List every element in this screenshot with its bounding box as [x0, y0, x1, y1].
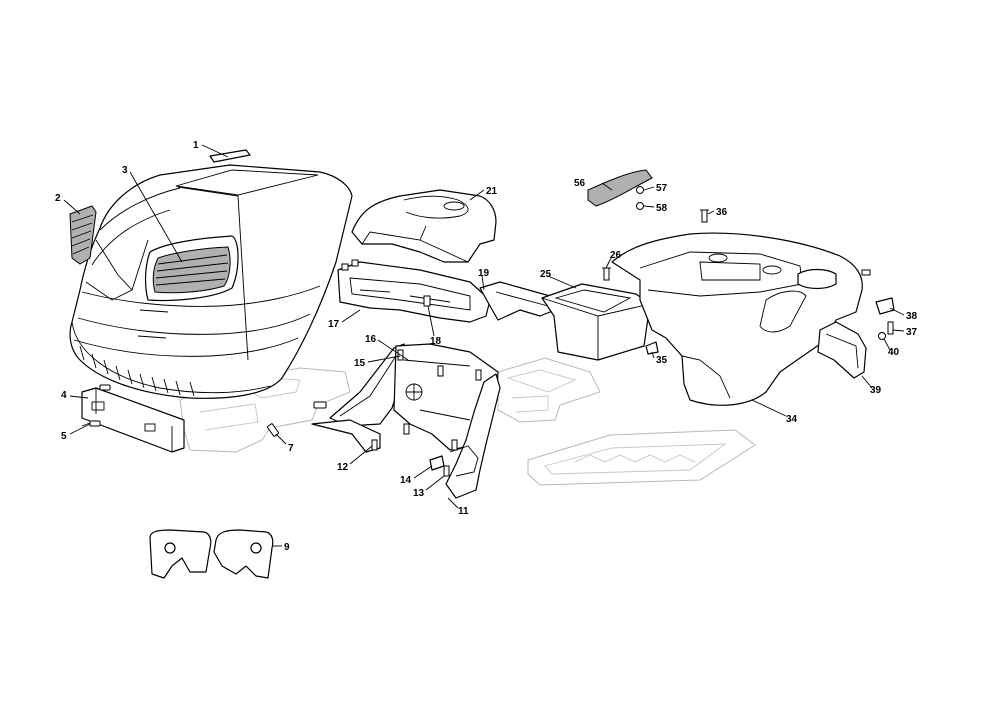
- gasket-pad-part-9-left: [149, 529, 212, 579]
- callout-15: 15: [354, 358, 366, 369]
- gasket-pad-part-9-right: [213, 529, 274, 579]
- rear-body-part-34: [611, 232, 863, 406]
- screw-part-18: [423, 295, 431, 307]
- screw-part-37: [887, 321, 894, 335]
- callout-26: 26: [610, 250, 622, 261]
- callout-7: 7: [288, 443, 294, 454]
- callout-57: 57: [656, 183, 668, 194]
- leader-lines: [63, 144, 905, 547]
- callout-39: 39: [870, 385, 882, 396]
- callout-3: 3: [122, 165, 128, 176]
- dash-cover-part-21: [351, 189, 497, 263]
- nut-part-40: [878, 332, 886, 340]
- screw-part-13: [443, 465, 450, 477]
- callout-17: 17: [328, 319, 340, 330]
- screw-part-5: [81, 420, 101, 427]
- callout-34: 34: [786, 414, 798, 425]
- callout-2: 2: [55, 193, 61, 204]
- callout-12: 12: [337, 462, 349, 473]
- callout-21: 21: [486, 186, 498, 197]
- strap-part-19: [479, 281, 561, 321]
- callout-5: 5: [61, 431, 67, 442]
- callout-25: 25: [540, 269, 552, 280]
- clip-part-38: [875, 297, 895, 315]
- screw-rear-top: [861, 269, 871, 276]
- side-grille-part-2: [69, 205, 97, 265]
- screw-part-5b: [99, 384, 111, 391]
- headlight-grille-part-3: [144, 235, 239, 302]
- callout-37: 37: [906, 327, 918, 338]
- washer-part-57: [636, 186, 644, 194]
- screw-part-36: [700, 209, 709, 223]
- clip-part-35: [645, 341, 659, 355]
- callout-11: 11: [458, 506, 469, 517]
- callout-14: 14: [400, 475, 412, 486]
- nut-part-58: [636, 202, 644, 210]
- callout-1: 1: [193, 140, 199, 151]
- callout-40: 40: [888, 347, 900, 358]
- callout-16: 16: [365, 334, 377, 345]
- callout-numbers: 1 2 3 4 5 7 9 11 12 13 14 15 16 17 18 19…: [55, 140, 918, 553]
- callout-36: 36: [716, 207, 728, 218]
- handle-part-56: [587, 169, 653, 207]
- screw-part-7: [266, 401, 327, 437]
- column-cover-part-11: [445, 373, 501, 499]
- callout-4: 4: [61, 390, 67, 401]
- ghost-chassis: [179, 357, 756, 486]
- floor-panel-part-17: [337, 259, 491, 323]
- lever-part-12: [311, 419, 410, 453]
- callout-58: 58: [656, 203, 668, 214]
- screw-part-11b: [451, 439, 458, 451]
- screw-part-26: [602, 267, 611, 281]
- callout-56: 56: [574, 178, 586, 189]
- callout-18: 18: [430, 336, 442, 347]
- hood-strip-part-1: [209, 149, 251, 163]
- battery-tray-part-25: [541, 283, 651, 361]
- callout-38: 38: [906, 311, 918, 322]
- callout-19: 19: [478, 268, 490, 279]
- callout-13: 13: [413, 488, 425, 499]
- bracket-plate-part-4: [81, 387, 185, 453]
- callout-9: 9: [284, 542, 290, 553]
- clip-part-14: [429, 455, 445, 471]
- rear-mount-part-39: [817, 321, 867, 379]
- callout-35: 35: [656, 355, 668, 366]
